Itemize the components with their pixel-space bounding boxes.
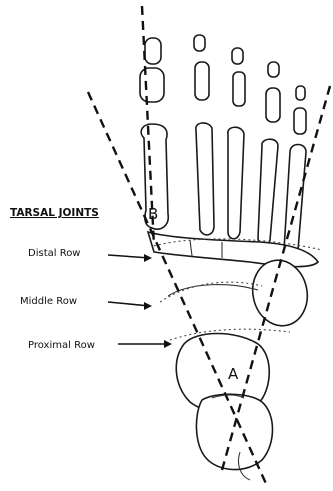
phalanges — [140, 35, 306, 134]
phalanx-2-distal — [194, 35, 205, 51]
proximal-row-arrowhead — [164, 340, 172, 348]
phalanx-5-proximal — [294, 108, 306, 134]
metatarsal-3 — [228, 127, 244, 239]
tarsals — [148, 232, 318, 480]
diagram-title: TARSAL JOINTS — [10, 207, 99, 219]
metatarsal-5 — [284, 145, 306, 259]
phalanx-5-distal — [296, 86, 305, 100]
metatarsal-2 — [196, 123, 214, 235]
angle-b-label: B — [148, 205, 158, 223]
distal-row-arrow — [108, 255, 150, 258]
proximal-row-label: Proximal Row — [28, 340, 95, 351]
phalanx-3-proximal — [233, 72, 245, 106]
navicular-bone — [168, 285, 258, 296]
label-arrows — [108, 254, 172, 348]
phalanx-2-proximal — [195, 62, 209, 100]
phalanx-4-distal — [268, 62, 279, 77]
distal-row-arrowhead — [144, 254, 152, 262]
angle-a-label: A — [228, 365, 239, 383]
phalanx-3-distal — [232, 48, 243, 64]
middle-row-arrow — [108, 302, 150, 306]
middle-row-label: Middle Row — [20, 296, 77, 307]
middle-row-arrowhead — [144, 302, 152, 310]
calcaneus-bone — [196, 394, 272, 469]
phalanx-4-proximal — [266, 88, 280, 122]
phalanx-hallux-distal — [145, 38, 161, 64]
distal-row-label: Distal Row — [28, 248, 81, 259]
phalanx-hallux-proximal — [140, 68, 164, 102]
metatarsal-4 — [258, 139, 278, 245]
